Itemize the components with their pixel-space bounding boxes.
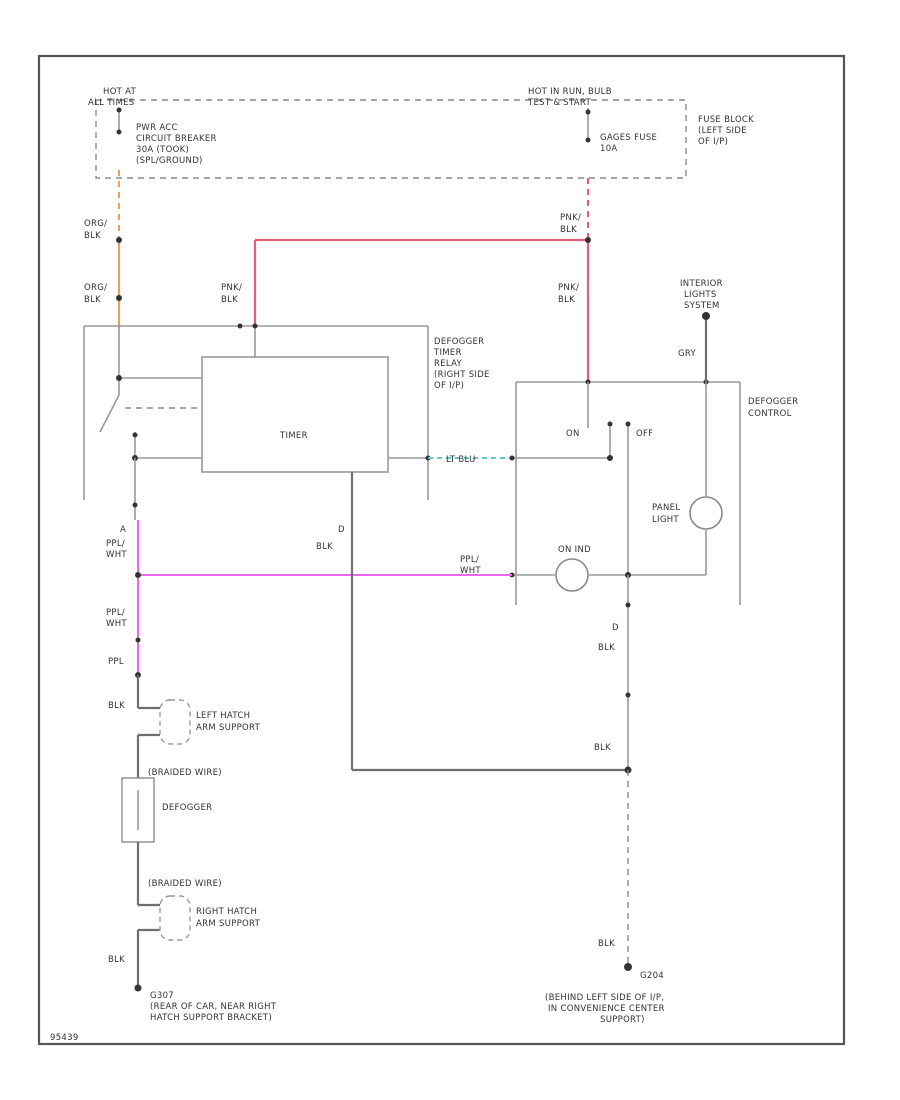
fuse-block-outline: [95, 99, 687, 179]
label-on: ON: [566, 429, 580, 439]
label-g204-desc: (BEHIND LEFT SIDE OF I/P,IN CONVENIENCE …: [545, 993, 665, 1025]
label-timer: TIMER: [279, 431, 308, 441]
gages-fuse-feed: [253, 108, 591, 382]
label-pnk-blk-3: PNK/BLK: [558, 283, 579, 305]
label-braided-2: (BRAIDED WIRE): [148, 879, 222, 889]
label-figure-id: 95439: [50, 1033, 79, 1043]
label-on-ind: ON IND: [558, 545, 591, 555]
label-braided-1: (BRAIDED WIRE): [148, 768, 222, 778]
label-off: OFF: [636, 429, 653, 439]
label-pnk-blk-1: PNK/BLK: [560, 213, 581, 235]
label-blk-d: BLK: [316, 542, 333, 552]
breaker-feed: [116, 107, 122, 328]
ground-path: [350, 472, 632, 971]
left-chain: [121, 458, 191, 992]
diagram-frame: [37, 54, 846, 1046]
defogger-control: [509, 312, 741, 605]
label-pin-d: D: [338, 525, 345, 535]
label-pin-d2: D: [612, 623, 619, 633]
label-ppl-wht-1: PPL/WHT: [106, 539, 127, 560]
label-ppl: PPL: [108, 657, 124, 667]
label-blk-left-2: BLK: [108, 955, 125, 965]
timer-relay: [83, 323, 431, 500]
label-g204: G204: [640, 971, 664, 981]
label-org-blk-2: ORG/BLK: [84, 283, 107, 305]
label-ppl-wht-3: PPL/WHT: [106, 608, 127, 629]
label-blk-right-3: BLK: [598, 939, 615, 949]
label-pin-a: A: [120, 525, 126, 535]
label-gry: GRY: [678, 349, 697, 359]
label-defogger: DEFOGGER: [162, 803, 212, 813]
label-blk-right-2: BLK: [594, 743, 611, 753]
label-blk-right-d: BLK: [598, 643, 615, 653]
label-lt-blu: LT BLU: [446, 455, 476, 465]
label-ppl-wht-2: PPL/WHT: [460, 555, 481, 576]
label-blk-left-1: BLK: [108, 701, 125, 711]
label-org-blk-1: ORG/BLK: [84, 219, 107, 241]
label-pnk-blk-2: PNK/BLK: [221, 283, 242, 305]
